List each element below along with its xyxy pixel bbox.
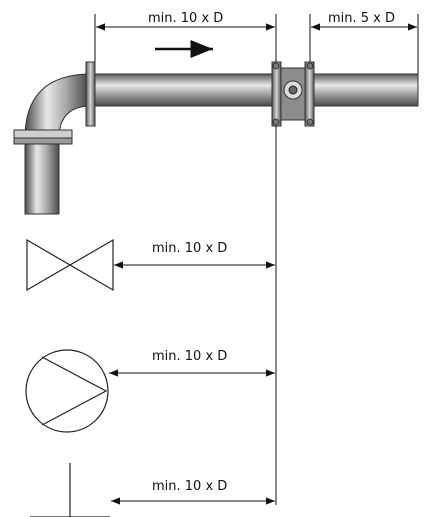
dimension-wall: min. 10 x D [111,479,275,505]
dimension-pump-label: min. 10 x D [152,349,227,364]
pipe-end-symbol-icon [30,463,110,517]
flow-meter [271,61,315,127]
pipe-assembly [13,61,419,215]
dimension-top-left-label: min. 10 x D [148,11,223,26]
dimension-top-right: min. 5 x D [309,11,419,74]
horizontal-pipe-inlet [94,73,273,107]
dimension-top-left: min. 10 x D [94,11,277,62]
lower-flange [13,129,73,139]
elbow-flange [85,61,96,127]
pump-symbol-icon [25,349,109,433]
dimension-pump: min. 10 x D [109,349,275,377]
dimension-wall-label: min. 10 x D [152,479,227,494]
dimension-valve: min. 10 x D [114,241,275,269]
gate-valve-symbol-icon [26,238,114,292]
dimension-top-right-label: min. 5 x D [328,11,395,26]
horizontal-pipe-outlet [313,73,419,107]
dimension-valve-label: min. 10 x D [152,241,227,256]
pipe-elbow [24,73,89,139]
vertical-pipe [24,137,60,215]
lower-flange-ring [13,137,73,145]
